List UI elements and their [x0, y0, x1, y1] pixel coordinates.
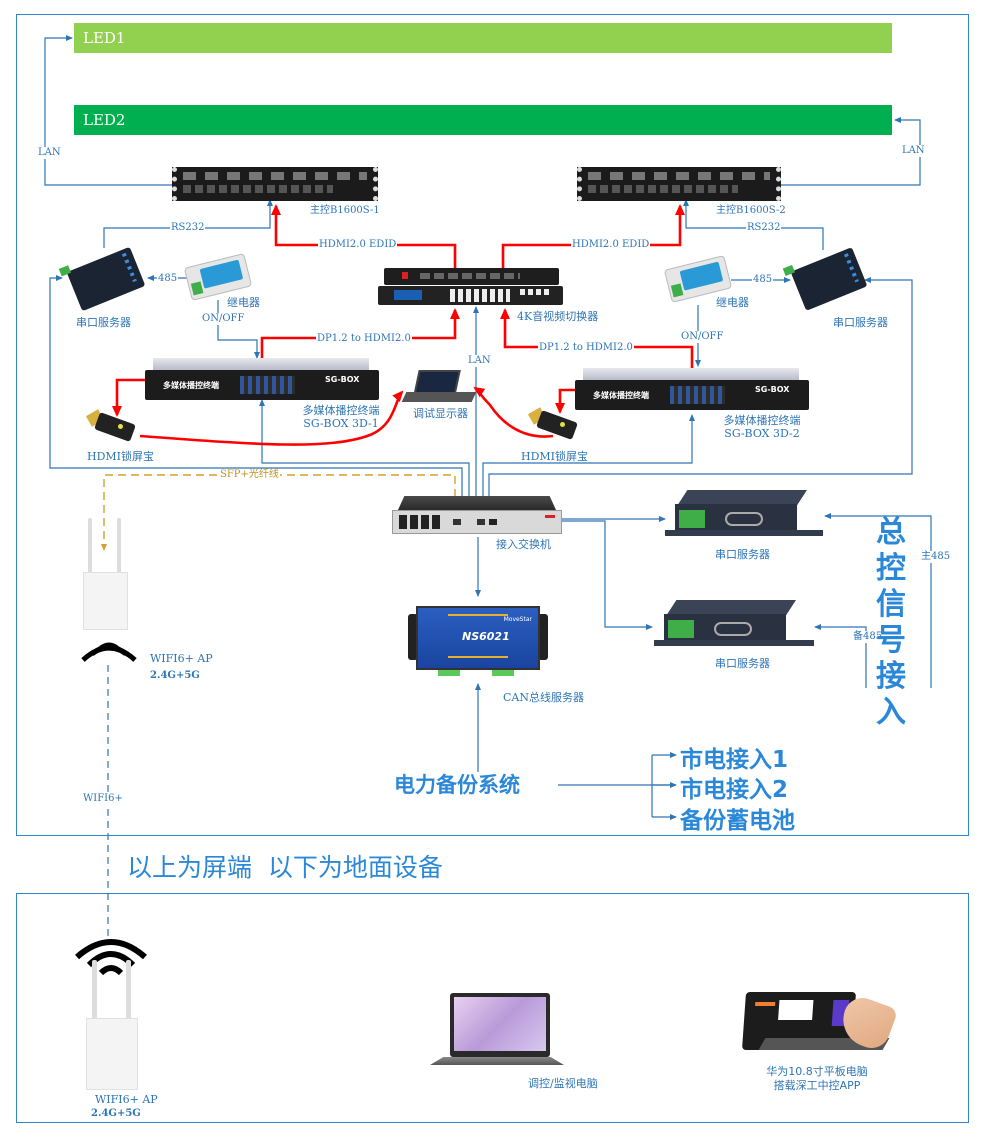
dp-label-right: DP1.2 to HDMI2.0: [538, 342, 634, 354]
controller-left-device: [172, 167, 378, 201]
serial-box-bottom-device: [654, 600, 814, 650]
wifi-ap-bottom-label-2: 2.4G+5G: [91, 1108, 141, 1119]
sfp-label: SFP+光纤线: [219, 469, 280, 481]
can-model: NS6021: [462, 630, 510, 643]
sgbox1-label-1: 多媒体播控终端: [302, 404, 380, 417]
debug-monitor-device: [401, 370, 477, 405]
hdmi-lock-left-device: [85, 409, 136, 442]
sgbox2-to-lock: [555, 388, 576, 414]
serial-box-top-device: [665, 490, 823, 540]
sgbox2-panel-text: 多媒体播控终端: [593, 391, 649, 400]
debug-monitor-label: 调试显示器: [413, 407, 468, 420]
master-signal-text: 总 控 信 号 接 入: [876, 515, 906, 730]
sgbox2-brand: SG-BOX: [755, 385, 790, 394]
sgbox1-panel-text: 多媒体播控终端: [163, 381, 219, 390]
tablet-label-2: 搭载深工中控APP: [773, 1079, 861, 1092]
can-brand: MoveStar: [503, 616, 532, 623]
serial-box-top-label: 串口服务器: [715, 548, 770, 561]
switch-to-sgbox1: [259, 399, 470, 497]
divider-text: 以上为屏端 以下为地面设备: [127, 853, 443, 882]
lan-label-left: LAN: [37, 147, 62, 159]
led1-screen: LED1: [74, 23, 892, 53]
wifi-label: WIFI6+: [82, 793, 124, 805]
main485-line: [824, 513, 932, 688]
lan-line-led2: [778, 117, 921, 186]
controller-left-label: 主控B1600S-1: [310, 205, 380, 216]
wifi-ap-top-device: [80, 518, 130, 630]
wifi-ap-top-label-2: 2.4G+5G: [150, 670, 200, 681]
wifi-ap-bottom-label-1: WIFI6+ AP: [95, 1093, 158, 1106]
rs232-label-right: RS232: [746, 222, 782, 234]
access-switch-device: [392, 496, 562, 536]
tablet-device: [741, 992, 902, 1054]
serial-server-left-label: 串口服务器: [76, 316, 131, 329]
hdmi-edid-label-right: HDMI2.0 EDID: [571, 239, 651, 251]
lan-label-right: LAN: [901, 145, 926, 157]
sgbox2-label-1: 多媒体播控终端: [723, 414, 801, 427]
relay-right-label: 继电器: [716, 296, 749, 309]
wifi-ap-bottom-device: [84, 960, 140, 1090]
hdmi-lock-right-device: [527, 407, 578, 440]
access-switch-label: 接入交换机: [496, 538, 551, 551]
backup485-label: 备485: [852, 631, 884, 643]
backup485-line: [814, 624, 867, 688]
ground-side-frame: [16, 893, 969, 1123]
can-server-device: MoveStar NS6021: [408, 600, 548, 680]
tablet-label-1: 华为10.8寸平板电脑: [766, 1065, 868, 1078]
485-label-left: 485: [157, 273, 179, 285]
laptop-label: 调控/监视电脑: [528, 1077, 598, 1090]
switch-to-sgbox2: [482, 414, 695, 497]
hdmi-lock-right-label: HDMI锁屏宝: [521, 450, 589, 463]
screen-side-frame: [16, 14, 969, 836]
led2-screen: LED2: [74, 105, 892, 135]
sgbox2-device: 多媒体播控终端 SG-BOX: [575, 368, 809, 410]
switch-to-serial-right: [488, 277, 913, 497]
controller-right-device: [577, 167, 781, 201]
sgbox1-brand: SG-BOX: [325, 375, 360, 384]
sgbox1-device: 多媒体播控终端 SG-BOX: [145, 358, 379, 400]
matrix-switcher-device: [378, 268, 563, 306]
relay-left-label: 继电器: [227, 296, 260, 309]
laptop-device: [430, 993, 564, 1071]
controller-right-label: 主控B1600S-2: [716, 205, 786, 216]
sgbox2-label-2: SG-BOX 3D-2: [724, 427, 800, 440]
rs232-label-left: RS232: [170, 222, 206, 234]
hdmi-edid-label-left: HDMI2.0 EDID: [318, 239, 398, 251]
onoff-label-left: ON/OFF: [201, 313, 246, 325]
lock-left-to-monitor: [139, 390, 404, 446]
power-item-mains-1: 市电接入1: [680, 747, 789, 773]
switch-to-serial-box-bottom: [560, 520, 653, 630]
lan-line-led1: [44, 35, 172, 186]
power-item-battery: 备份蓄电池: [680, 808, 795, 834]
lock-right-to-monitor: [473, 386, 554, 438]
lan-label-center: LAN: [467, 355, 492, 367]
can-server-label: CAN总线服务器: [503, 691, 584, 704]
sgbox1-to-lock: [112, 378, 146, 417]
matrix-switcher-label: 4K音视频切换器: [517, 310, 599, 323]
onoff-label-right: ON/OFF: [680, 331, 725, 343]
hdmi-lock-left-label: HDMI锁屏宝: [87, 450, 155, 463]
wifi-signal-top-icon: [81, 642, 137, 662]
485-label-right: 485: [752, 274, 774, 286]
serial-box-bottom-label: 串口服务器: [715, 657, 770, 670]
switch-to-serial-left: [49, 275, 463, 497]
main485-label: 主485: [920, 551, 952, 563]
serial-server-right-label: 串口服务器: [833, 316, 888, 329]
wifi-ap-top-label-1: WIFI6+ AP: [150, 652, 213, 665]
dp-label-left: DP1.2 to HDMI2.0: [316, 333, 412, 345]
sgbox1-label-2: SG-BOX 3D-1: [303, 417, 379, 430]
power-backup-title: 电力备份系统: [394, 773, 520, 797]
power-item-mains-2: 市电接入2: [680, 777, 789, 803]
